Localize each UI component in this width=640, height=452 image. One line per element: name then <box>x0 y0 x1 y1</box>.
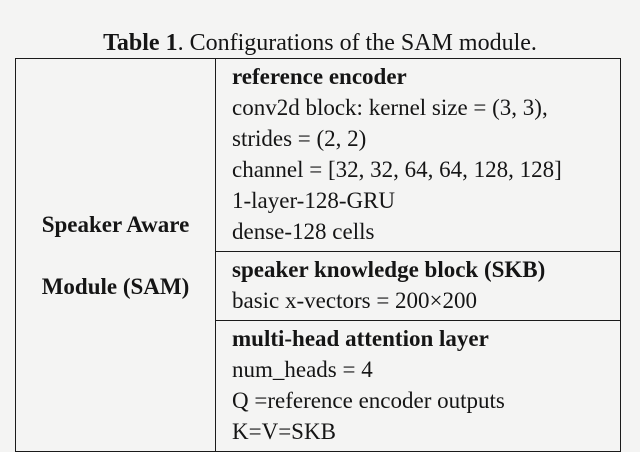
section-multi-head-attention: multi-head attention layer num_heads = 4… <box>215 320 621 452</box>
config-line: 1-layer-128-GRU <box>232 188 396 213</box>
table-row: Speaker Aware Module (SAM) reference enc… <box>15 58 621 452</box>
section-heading: speaker knowledge block (SKB) <box>232 257 546 282</box>
module-name-line-1: Speaker Aware <box>41 211 190 237</box>
table-row: speaker knowledge block (SKB) basic x-ve… <box>16 251 621 321</box>
section-speaker-knowledge-block: speaker knowledge block (SKB) basic x-ve… <box>215 251 621 321</box>
config-line: channel = [32, 32, 64, 64, 128, 128] <box>232 157 562 182</box>
section-heading: multi-head attention layer <box>232 326 489 351</box>
config-line: conv2d block: kernel size = (3, 3), <box>232 95 548 120</box>
caption-text: . Configurations of the SAM module. <box>177 30 537 56</box>
table-caption: Table 1. Configurations of the SAM modul… <box>0 28 640 58</box>
config-line: K=V=SKB <box>232 419 336 444</box>
config-line: basic x-vectors = 200×200 <box>232 288 478 313</box>
config-line: dense-128 cells <box>232 219 375 244</box>
config-line: strides = (2, 2) <box>232 126 367 151</box>
configuration-table: Speaker Aware Module (SAM) reference enc… <box>15 58 621 452</box>
section-heading: reference encoder <box>232 64 407 89</box>
module-name-cell: Speaker Aware Module (SAM) <box>15 58 216 452</box>
module-name-line-2: Module (SAM) <box>41 273 190 299</box>
config-line: num_heads = 4 <box>232 357 373 382</box>
table-label: Table 1 <box>103 30 178 56</box>
section-reference-encoder: reference encoder conv2d block: kernel s… <box>215 58 621 252</box>
config-line: Q =reference encoder outputs <box>232 388 505 413</box>
